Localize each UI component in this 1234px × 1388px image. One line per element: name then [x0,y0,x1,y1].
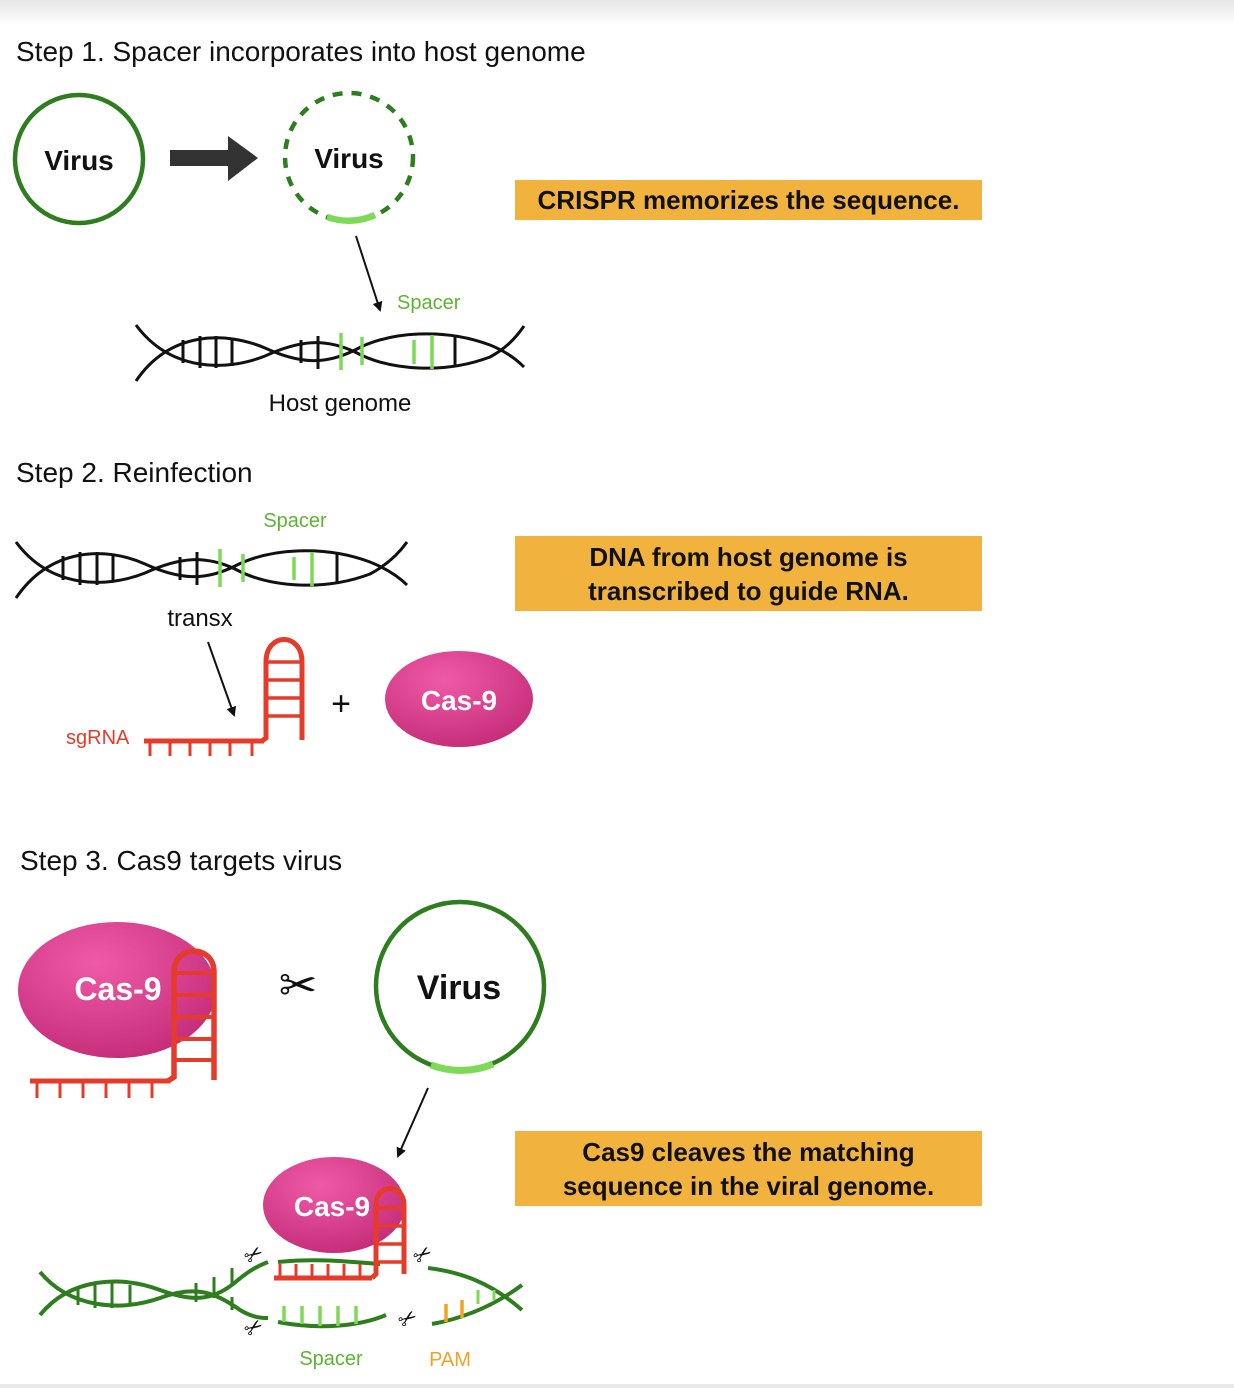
step3-heading: Step 3. Cas9 targets virus [20,845,342,876]
cas9-protein: Cas-9 [385,651,533,747]
cas9-label-2: Cas-9 [74,971,161,1007]
virus-circle-intact: Virus [12,92,146,226]
scissors-icon: ✂ [240,1240,269,1271]
spacer-label-2: Spacer [263,510,327,532]
host-genome-helix-2 [14,541,409,599]
window-top-gradient [0,0,1234,26]
note-step3: Cas9 cleaves the matching sequence in th… [515,1131,982,1206]
cas9-label-3: Cas-9 [294,1191,370,1222]
scissors-icon: ✂ [279,958,318,1012]
targeting-arrow [396,1087,429,1158]
step1-heading: Step 1. Spacer incorporates into host ge… [16,36,586,67]
window-bottom-edge [0,1384,1234,1388]
bound-sgrna [274,1264,372,1281]
arrow-right-icon [170,136,258,181]
cas9-label: Cas-9 [421,685,497,716]
virus-label-3: Virus [417,969,501,1007]
cas9-bound: Cas-9 [263,1157,407,1280]
transcription-arrow [207,641,237,717]
sgrna-structure [144,637,305,756]
transcription-label: transx [167,605,232,632]
sgrna-label: sgRNA [66,727,130,749]
virus-circle-target: Virus [373,899,547,1074]
viral-dna-helix [38,1258,524,1329]
virus-label: Virus [44,145,114,176]
scissors-icon: ✂ [409,1240,438,1271]
note-step2: DNA from host genome is transcribed to g… [515,536,982,611]
scissors-icon: ✂ [394,1304,423,1335]
note-step1: CRISPR memorizes the sequence. [515,180,982,220]
host-genome-label: Host genome [269,390,412,417]
virus-circle-opened: Virus [282,90,416,224]
spacer-label-3: Spacer [299,1348,363,1370]
cas9-sgrna-complex: Cas-9 [18,922,217,1098]
step2-heading: Step 2. Reinfection [16,457,253,488]
spacer-label: Spacer [397,292,461,314]
virus-label-2: Virus [314,143,384,174]
insertion-arrow [355,235,383,312]
pam-label: PAM [429,1349,471,1371]
plus-sign: + [331,685,351,723]
host-genome-helix [134,324,526,382]
